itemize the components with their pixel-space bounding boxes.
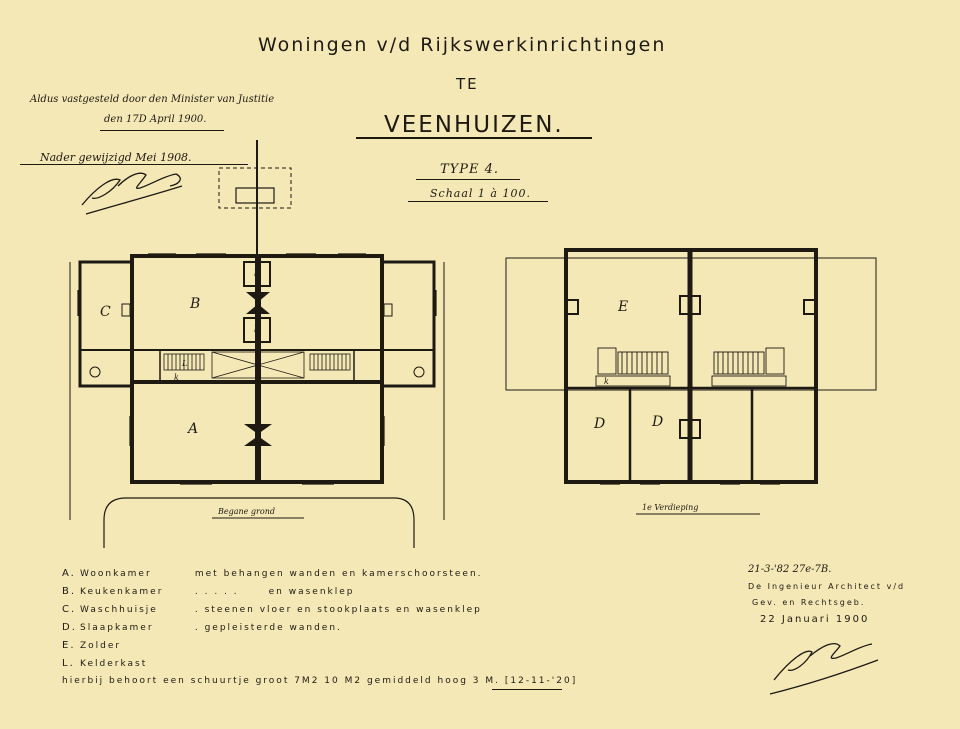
room-label-k-3: k xyxy=(174,373,179,382)
archive-reference: 21-3-'82 27e-7B. xyxy=(748,564,832,575)
place-underline xyxy=(356,137,592,139)
signature-top xyxy=(81,172,183,215)
amended-note: Nader gewijzigd Mei 1908. xyxy=(40,151,192,164)
place-name: VEENHUIZEN. xyxy=(384,112,564,138)
legend-row-e: E.Zolder xyxy=(62,640,122,651)
first-floor-label: 1e Verdieping xyxy=(642,503,698,512)
legend-row-d: D.Slaapkamer . gepleisterde wanden. xyxy=(62,622,342,633)
legend-row-a: A.Woonkamer met behangen wanden en kamer… xyxy=(62,568,483,579)
legend-row-b: B.Keukenkamer . . . . .en wasenklep xyxy=(62,586,355,597)
room-label-k-4: k xyxy=(604,377,609,386)
approval-line-2: den 17D April 1900. xyxy=(104,114,207,125)
architect-date: 22 Januari 1900 xyxy=(760,614,870,625)
room-label-c: C xyxy=(100,304,111,320)
approval-line-1: Aldus vastgesteld door den Minister van … xyxy=(30,94,275,105)
type-label: TYPE 4. xyxy=(440,162,500,177)
title-te: TE xyxy=(456,75,479,93)
room-label-d-2: D xyxy=(651,414,663,430)
architect-line-1: De Ingenieur Architect v/d xyxy=(748,582,906,591)
type-underline xyxy=(416,179,520,180)
legend-row-c: C.Waschhuisje . steenen vloer en stookpl… xyxy=(62,604,482,615)
room-label-d-1: D xyxy=(593,416,605,432)
architect-line-2: Gev. en Rechtsgeb. xyxy=(752,598,866,607)
room-label-k-2: k xyxy=(254,325,259,334)
amended-underline xyxy=(20,164,248,165)
ground-floor-plan xyxy=(69,140,445,548)
room-label-e: E xyxy=(617,299,628,315)
page-title: Woningen v/d Rijkswerkinrichtingen xyxy=(258,34,667,56)
first-floor-plan xyxy=(505,248,877,485)
scale-underline xyxy=(408,201,548,202)
room-label-a: A xyxy=(186,421,198,437)
approval-underline xyxy=(100,130,224,131)
legend-row-l: L.Kelderkast xyxy=(62,658,148,669)
scale-label: Schaal 1 à 100. xyxy=(430,187,531,200)
footnote: hierbij behoort een schuurtje groot 7M2 … xyxy=(62,676,578,686)
signature-bottom xyxy=(769,642,879,695)
room-label-b: B xyxy=(189,296,200,312)
ground-floor-label: Begane grond xyxy=(217,507,275,516)
footnote-underline xyxy=(492,689,562,690)
room-label-k-1: k xyxy=(254,269,259,278)
room-label-l: L xyxy=(181,359,187,368)
